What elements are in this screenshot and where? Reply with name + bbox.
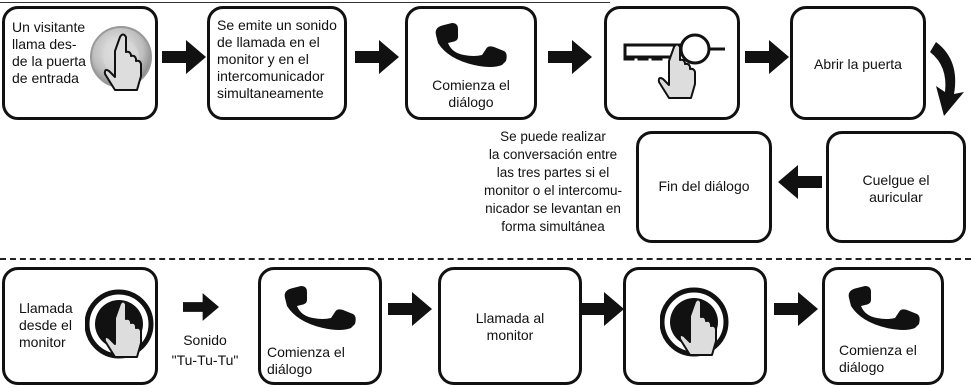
step-end-dialog-label: Fin del diálogo	[658, 178, 750, 194]
arrow-curved-down	[930, 42, 964, 116]
step-press-button	[623, 267, 767, 385]
step-dialog-starts-label: Comienza el diálogo	[432, 77, 510, 110]
step-call-from-monitor: Llamada desde el monitor	[2, 267, 158, 385]
step-call-to-monitor-label: Llamada al monitor	[475, 310, 545, 343]
step-call-sound: Se emite un sonido de llamada en el moni…	[207, 6, 347, 120]
step-visitor-calls: Un visitante llama des- de la puerta de …	[2, 6, 158, 120]
step-call-sound-label: Se emite un sonido de llamada en el moni…	[217, 17, 337, 101]
note-three-party: Se puede realizar la conversación entre …	[483, 129, 623, 234]
arrow-right-2	[355, 40, 399, 74]
arrow-right-8	[774, 292, 818, 326]
step-hang-up: Cuelgue el auricular	[826, 131, 966, 243]
phone-handset-icon-2	[284, 286, 356, 330]
dark-button-press-icon	[85, 289, 154, 359]
arrow-right-6	[388, 292, 432, 326]
press-button-icon	[90, 26, 152, 91]
top-rule	[0, 2, 610, 3]
arrow-right-7	[580, 292, 624, 326]
phone-handset-icon-3	[848, 286, 920, 330]
arrow-right-4	[745, 40, 789, 74]
step-dialog-starts-2-label: Comienza el diálogo	[267, 344, 345, 377]
step-hang-up-label: Cuelgue el auricular	[862, 172, 930, 205]
step-open-door: Abrir la puerta	[790, 6, 926, 120]
step-unlock-key	[604, 6, 740, 120]
step-dialog-starts-2: Comienza el diálogo	[258, 267, 382, 385]
arrow-right-5	[183, 293, 219, 321]
key-press-icon	[623, 33, 725, 99]
sound-tu-tu-tu: Sonido "Tu-Tu-Tu"	[171, 332, 239, 368]
step-end-dialog: Fin del diálogo	[636, 131, 772, 243]
step-call-from-monitor-label: Llamada desde el monitor	[19, 300, 73, 350]
step-dialog-starts-3-label: Comienza el diálogo	[839, 342, 917, 375]
dark-button-press-icon-2	[660, 287, 729, 357]
step-dialog-starts: Comienza el diálogo	[405, 6, 537, 120]
arrow-right-1	[162, 40, 206, 74]
section-divider	[0, 258, 971, 260]
arrow-left	[778, 165, 822, 199]
step-visitor-calls-label: Un visitante llama des- de la puerta de …	[12, 19, 86, 86]
step-dialog-starts-3: Comienza el diálogo	[822, 267, 944, 385]
step-open-door-label: Abrir la puerta	[814, 56, 902, 72]
arrow-right-3	[548, 40, 592, 74]
step-call-to-monitor: Llamada al monitor	[438, 267, 582, 385]
phone-handset-icon	[435, 23, 507, 67]
